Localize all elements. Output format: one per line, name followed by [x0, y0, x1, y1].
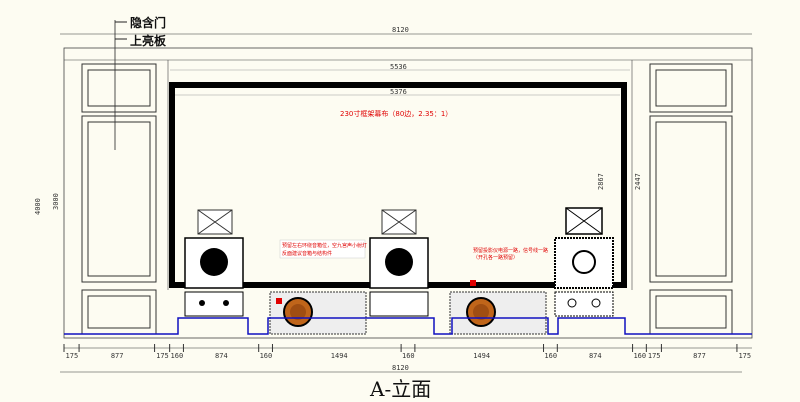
screen-note: 230寸框架幕布（80边，2.35：1） [340, 109, 452, 118]
dim-bottom-segment: 877 [111, 352, 124, 360]
note-left2: 反面建议音箱与结构件 [282, 250, 332, 257]
center-speaker [369, 209, 429, 317]
note-left: 预留左右环绕音箱位，空九宫声小射灯 [282, 242, 367, 249]
dim-bottom-segment: 874 [215, 352, 228, 360]
dim-right-height: 2447 [634, 173, 642, 190]
dim-bottom-segment: 160 [171, 352, 184, 360]
dim-bottom-segment: 160 [402, 352, 415, 360]
dim-screen-height: 2867 [597, 173, 605, 190]
label-upper-panel: 上亮板 [130, 33, 167, 48]
dim-bottom-segment: 175 [648, 352, 661, 360]
dim-bottom-segment: 1494 [473, 352, 490, 360]
dim-bottom-segment: 160 [260, 352, 273, 360]
right-door-panels [649, 63, 733, 335]
right-speaker [554, 207, 614, 317]
label-hidden-door: 隐含门 [130, 15, 166, 30]
left-subwoofer [269, 291, 367, 335]
dim-bottom-segment: 874 [589, 352, 602, 360]
left-speaker [184, 209, 244, 317]
dim-left-height2: 3000 [52, 193, 60, 210]
dim-bottom-segment: 175 [156, 352, 169, 360]
dim-total-width: 8120 [392, 26, 409, 34]
note-right2: （开孔各一路预留） [473, 254, 518, 261]
dim-bottom-segment: 175 [66, 352, 79, 360]
dim-bottom-segment: 160 [544, 352, 557, 360]
dim-left-height: 4000 [34, 198, 42, 215]
right-subwoofer [449, 280, 547, 335]
drawing-title: A-立面 [369, 377, 431, 401]
dim-bottom-total: 8120 [392, 364, 409, 372]
note-right: 预留投影仪电源一路，信号线一路 [473, 247, 548, 254]
dim-screen-width: 5376 [390, 88, 407, 96]
dim-bottom-segment: 1494 [331, 352, 348, 360]
floor-baseline [64, 317, 752, 335]
dim-bottom-segment: 175 [738, 352, 751, 360]
dim-bottom-segment: 160 [633, 352, 646, 360]
dim-inner-width: 5536 [390, 63, 407, 71]
left-door-panels [81, 63, 157, 335]
dim-bottom-segment: 877 [693, 352, 706, 360]
